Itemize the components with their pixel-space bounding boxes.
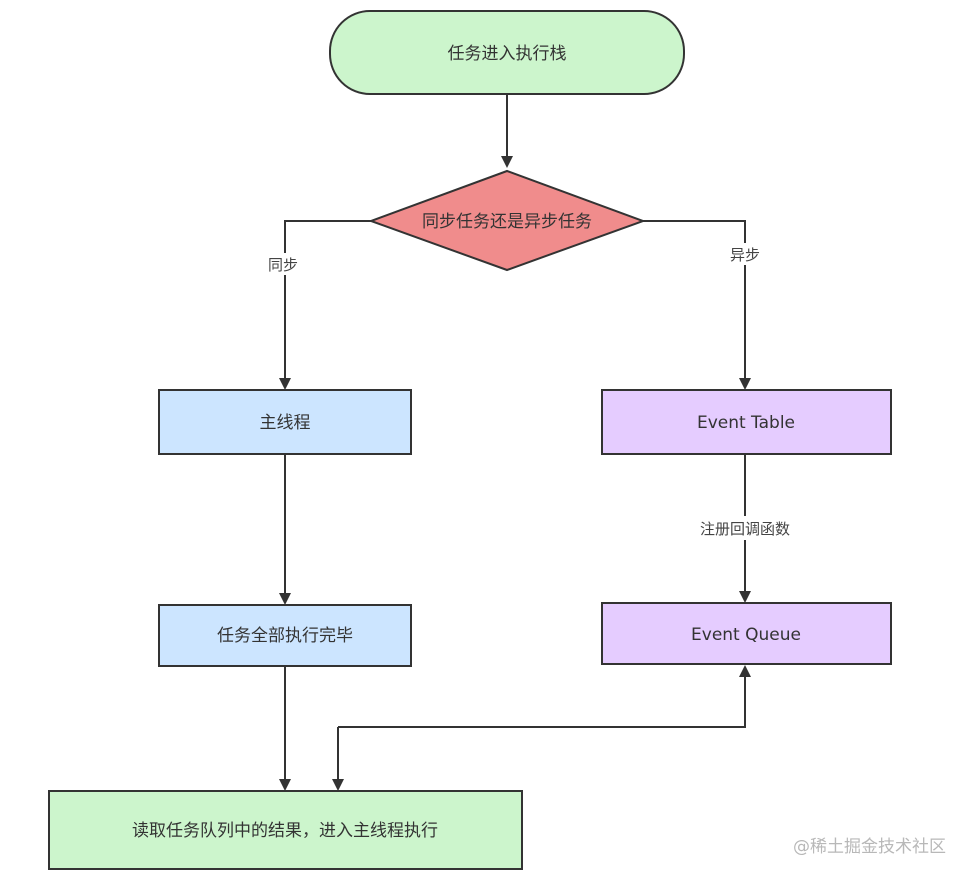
decision-node-label: 同步任务还是异步任务	[422, 212, 592, 232]
async-label-bg	[722, 243, 768, 265]
main-thread-label: 主线程	[260, 413, 311, 433]
register-callback-edge-label: 注册回调函数	[700, 520, 790, 538]
watermark-text: @稀土掘金技术社区	[793, 837, 946, 857]
node-main-thread: 主线程	[158, 389, 412, 455]
edge-decision-to-main-thread	[279, 220, 371, 390]
event-queue-label: Event Queue	[691, 625, 801, 645]
sync-edge-label: 同步	[268, 256, 298, 274]
start-terminator-shape	[329, 10, 685, 95]
event-queue-box	[601, 602, 892, 665]
all-tasks-done-box	[158, 604, 412, 667]
node-read-queue: 读取任务队列中的结果，进入主线程执行	[48, 790, 523, 870]
start-node-label: 任务进入执行栈	[448, 44, 567, 64]
async-edge-label: 异步	[730, 246, 760, 264]
node-event-table: Event Table	[601, 389, 892, 455]
node-start: 任务进入执行栈	[329, 10, 685, 95]
register-label-bg	[686, 516, 804, 540]
read-queue-result-box	[48, 790, 523, 870]
read-queue-result-label: 读取任务队列中的结果，进入主线程执行	[132, 821, 438, 841]
all-tasks-done-label: 任务全部执行完毕	[217, 626, 353, 646]
edge-decision-to-event-table	[643, 220, 751, 390]
edge-labels: 同步 异步 注册回调函数	[260, 243, 804, 540]
edge-read-queue-to-event-queue	[338, 665, 751, 728]
node-all-done: 任务全部执行完毕	[158, 604, 412, 667]
sync-label-bg	[260, 253, 306, 275]
main-thread-box	[158, 389, 412, 455]
node-decision: 同步任务还是异步任务	[368, 169, 646, 272]
node-event-queue: Event Queue	[601, 602, 892, 665]
event-table-box	[601, 389, 892, 455]
decision-diamond-shape	[368, 169, 646, 272]
event-table-label: Event Table	[697, 413, 795, 433]
